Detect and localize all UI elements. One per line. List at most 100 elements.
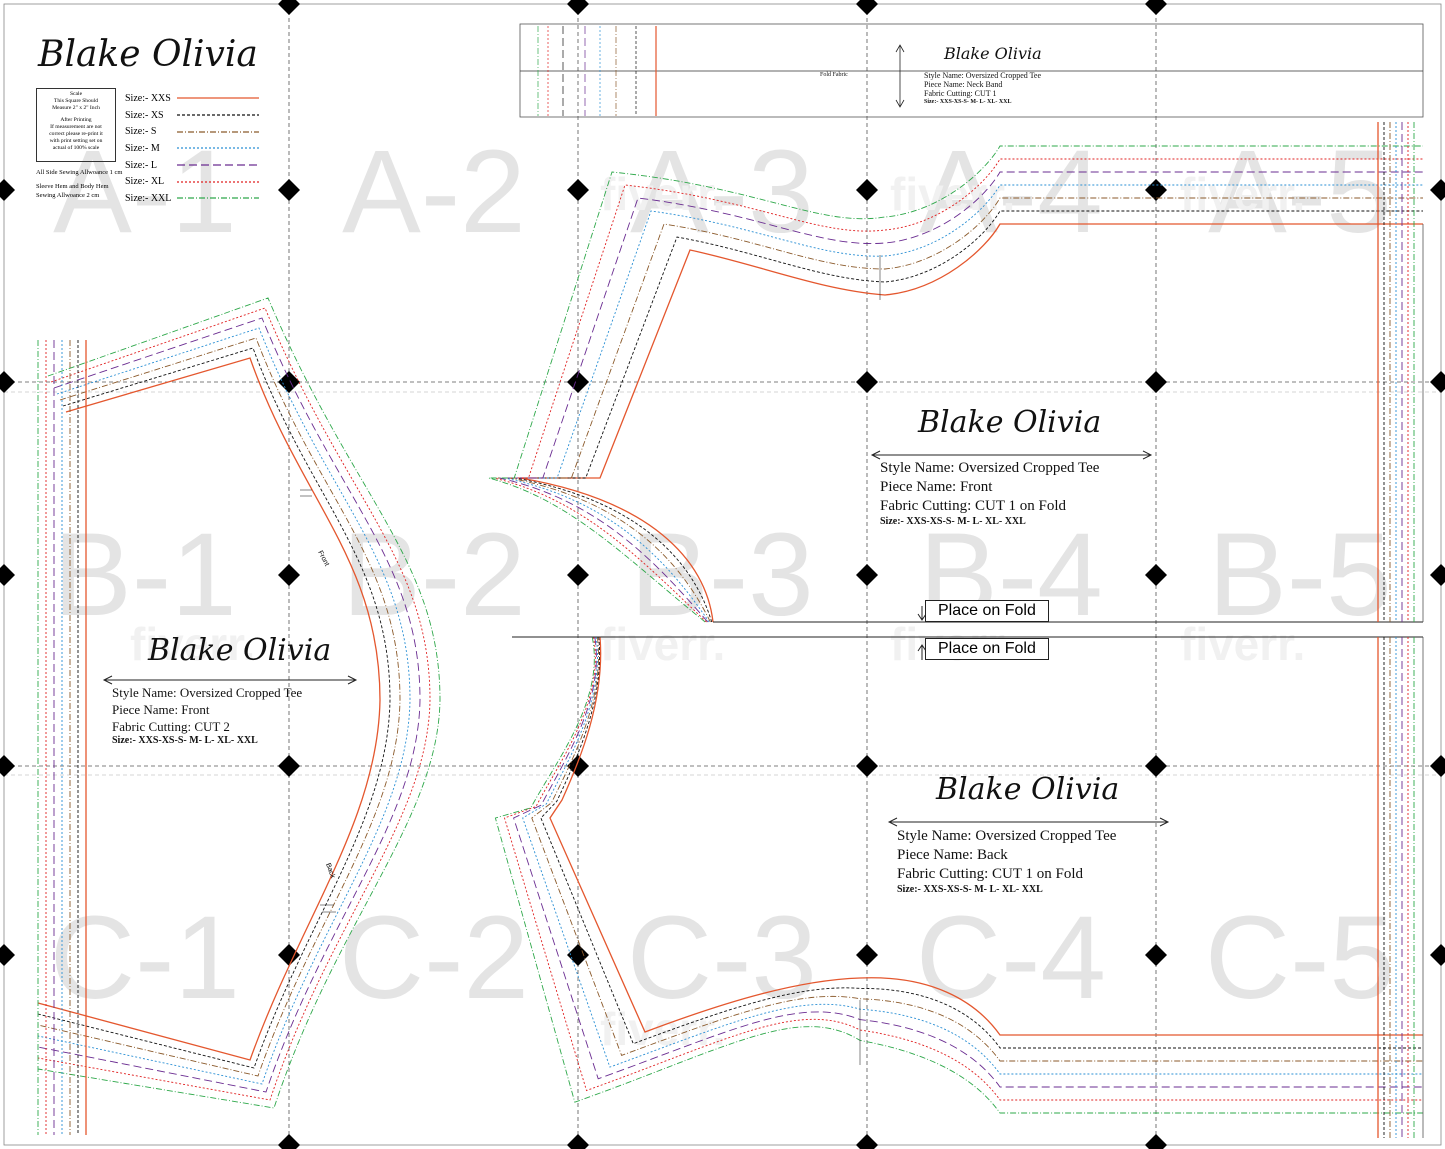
legend-size-label: Size:- S	[125, 126, 157, 138]
size-range: Size:- XXS-XS-S- M- L- XL- XXL	[897, 884, 1043, 895]
scale-line: After Printing	[60, 117, 92, 123]
legend-size-label: Size:- XXL	[125, 192, 172, 204]
front-fold-size-line	[509, 197, 1423, 623]
back-fold-size-line	[531, 636, 1423, 1062]
legend-row: Size:- XL	[125, 173, 259, 190]
registration-diamond	[278, 0, 300, 15]
notches	[300, 255, 881, 1065]
registration-diamond	[278, 564, 300, 586]
registration-diamond	[567, 1134, 589, 1149]
style-name: Style Name: Oversized Cropped Tee	[880, 460, 1100, 476]
registration-diamond	[856, 371, 878, 393]
back-info: Style Name: Oversized Cropped Tee Piece …	[897, 827, 1116, 895]
front-side-size-line	[37, 317, 421, 1093]
tile-label-B-5: B-5	[1208, 509, 1392, 641]
back-signature: Blake Olivia	[936, 772, 1120, 807]
side-allowance-note: All Side Sewing Allwoance 1 cm	[36, 169, 123, 176]
registration-diamond	[0, 564, 15, 586]
registration-diamond	[278, 179, 300, 201]
registration-diamond	[1145, 944, 1167, 966]
front-fold-size-line	[499, 171, 1423, 623]
front-fold-size-line	[488, 145, 1423, 623]
registration-diamond	[567, 564, 589, 586]
legend-row: Size:- XXL	[125, 190, 259, 207]
legend-line-swatch	[177, 181, 259, 183]
style-name: Style Name: Oversized Cropped Tee	[924, 71, 1042, 80]
front-fold-piece	[488, 122, 1424, 623]
legend-line-swatch	[177, 147, 259, 150]
front-side-signature: Blake Olivia	[148, 633, 332, 668]
registration-diamond	[0, 371, 15, 393]
registration-diamond	[278, 755, 300, 777]
back-fold-size-line	[494, 636, 1423, 1114]
registration-diamond	[1145, 755, 1167, 777]
registration-diamond	[0, 944, 15, 966]
tile-label-B-2: B-2	[342, 509, 526, 641]
front-fold-size-line	[493, 158, 1423, 623]
front-curve-label: Front	[316, 550, 330, 568]
logo-signature: Blake Olivia	[38, 34, 258, 75]
hem-note: Sewing Allwoance 2 cm	[36, 192, 100, 199]
registration-diamond	[567, 755, 589, 777]
registration-diamond	[567, 944, 589, 966]
tile-label-C-3: C-3	[627, 892, 817, 1024]
watermark-text: fiverr.	[600, 168, 725, 220]
watermark-text: fiverr.	[1180, 618, 1305, 670]
legend-size-label: Size:- L	[125, 159, 157, 171]
registration-diamond	[278, 371, 300, 393]
front-fold-size-line	[504, 184, 1423, 623]
front-side-size-line	[37, 347, 391, 1069]
registration-diamond	[856, 755, 878, 777]
registration-diamond	[278, 1134, 300, 1149]
legend-row: Size:- L	[125, 157, 259, 174]
front-side-info: Style Name: Oversized Cropped Tee Piece …	[112, 684, 302, 746]
registration-diamond	[278, 944, 300, 966]
watermark-text: fiverr.	[600, 618, 725, 670]
neck-band-signature: Blake Olivia	[944, 44, 1042, 63]
piece-name: Piece Name: Front	[880, 479, 993, 495]
registration-diamond	[1430, 755, 1445, 777]
place-on-fold-bottom: Place on Fold	[925, 638, 1049, 660]
registration-diamond	[0, 179, 15, 201]
fabric-cutting: Fabric Cutting: CUT 1 on Fold	[880, 498, 1066, 514]
hem-note: Sleeve Hem and Body Hem	[36, 183, 109, 190]
registration-diamond	[567, 0, 589, 15]
watermark-text: fiverr.	[130, 618, 255, 670]
front-fold-size-line	[514, 210, 1423, 623]
watermark-text: fiverr.	[1180, 168, 1305, 220]
grainline-arrows	[102, 450, 1170, 827]
front-side-size-line	[37, 297, 441, 1109]
allowance-notes: All Side Sewing Allwoance 1 cm Sleeve He…	[36, 168, 122, 200]
tile-label-B-1: B-1	[53, 509, 237, 641]
scale-line: If measurement are not	[50, 124, 102, 130]
back-fold-size-line	[540, 636, 1423, 1049]
watermark-text: fiverr.	[600, 1003, 725, 1055]
registration-diamond	[1145, 371, 1167, 393]
registration-diamond	[1430, 179, 1445, 201]
scale-line: Measure 2" x 2" Inch	[52, 105, 100, 111]
tile-label-A-3: A-3	[630, 126, 814, 258]
legend-line-swatch	[177, 197, 259, 200]
back-fold-size-line	[513, 636, 1423, 1088]
registration-diamond	[1145, 1134, 1167, 1149]
style-name: Style Name: Oversized Cropped Tee	[897, 828, 1117, 844]
tile-label-C-4: C-4	[916, 892, 1106, 1024]
back-curve-label: Back	[324, 862, 336, 879]
registration-diamond	[1145, 564, 1167, 586]
legend-line-swatch	[177, 131, 259, 133]
fold-fabric-label: Fold Fabric	[820, 72, 848, 78]
scale-line: actual of 100% scale	[52, 145, 100, 151]
tile-label-B-3: B-3	[630, 509, 814, 641]
legend-row: Size:- XXS	[125, 90, 259, 107]
legend-row: Size:- XS	[125, 107, 259, 124]
scale-line: This Square Should	[53, 98, 99, 104]
scale-line: correct please re-print it	[49, 131, 103, 137]
piece-name: Piece Name: Back	[897, 847, 1008, 863]
legend-line-swatch	[177, 164, 259, 166]
tile-label-C-1: C-1	[50, 892, 240, 1024]
registration-diamond	[567, 179, 589, 201]
registration-diamond	[1145, 0, 1167, 15]
